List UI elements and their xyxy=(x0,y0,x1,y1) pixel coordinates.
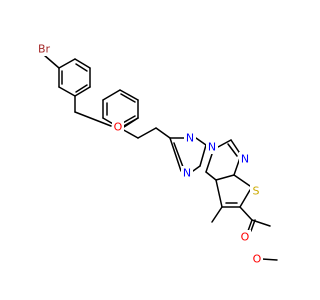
bond-line xyxy=(173,142,184,168)
bond-line xyxy=(239,206,253,221)
bond-line xyxy=(58,58,76,69)
bond-line xyxy=(192,165,201,172)
bond-line xyxy=(137,127,157,139)
bond-line xyxy=(43,54,60,69)
svg-text:S: S xyxy=(253,185,260,198)
bond-line xyxy=(169,137,182,172)
atom-s-thiophene: S xyxy=(250,184,262,198)
svg-text:O: O xyxy=(114,121,123,134)
bond-line xyxy=(215,179,223,208)
bond-line xyxy=(195,137,207,146)
bond-line xyxy=(199,144,207,167)
svg-text:N: N xyxy=(208,141,216,154)
atom-br: Br xyxy=(34,42,54,56)
atom-n-pyrimidine: N xyxy=(239,152,251,166)
bond-line xyxy=(120,93,136,103)
bond-line xyxy=(155,127,171,139)
bond-line xyxy=(251,219,271,227)
bond-line xyxy=(217,139,232,148)
bond-line xyxy=(250,219,256,232)
bond-line xyxy=(233,174,251,187)
bond-line xyxy=(247,219,253,232)
svg-text:N: N xyxy=(186,132,194,145)
atom-n-triazole-3: N xyxy=(181,166,193,180)
bond-line xyxy=(239,189,251,208)
atom-o-ester: O xyxy=(251,252,263,266)
bond-line xyxy=(75,84,88,93)
bond-line xyxy=(74,58,91,69)
svg-text:O: O xyxy=(241,231,250,244)
atom-o-carbonyl: O xyxy=(239,230,251,244)
atom-n-triazole-bridge: N xyxy=(206,140,218,154)
bond-line xyxy=(205,171,217,181)
atom-n-triazole-1: N xyxy=(184,131,196,145)
svg-text:Br: Br xyxy=(38,43,51,56)
bond-line xyxy=(261,258,278,261)
bond-line xyxy=(74,86,91,97)
atom-o-ether: O xyxy=(112,120,124,134)
svg-text:N: N xyxy=(241,153,249,166)
bond-line xyxy=(119,89,139,101)
bond-layer xyxy=(43,54,278,261)
svg-text:O: O xyxy=(253,253,262,266)
bond-line xyxy=(211,206,223,223)
atom-label-layer: Br O N N N N S O O xyxy=(34,42,263,266)
bond-line xyxy=(74,111,112,127)
bond-line xyxy=(75,63,88,72)
bond-line xyxy=(102,89,121,101)
bond-line xyxy=(215,174,235,181)
molecule-structure: Br O N N N N S O O xyxy=(34,42,278,266)
bond-line xyxy=(205,153,213,173)
bond-line xyxy=(58,86,76,97)
svg-text:N: N xyxy=(183,167,191,180)
bond-line xyxy=(227,143,238,157)
